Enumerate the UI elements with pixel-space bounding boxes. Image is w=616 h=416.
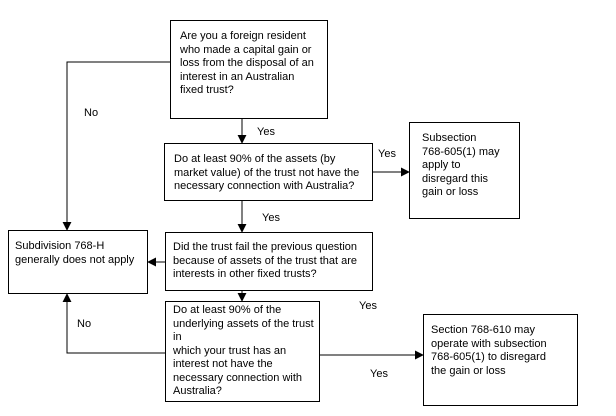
- question-foreign-resident-text: Are you a foreign resident who made a ca…: [180, 30, 314, 96]
- label-q1-yes: Yes: [257, 126, 275, 138]
- label-q4-yes: Yes: [370, 368, 388, 380]
- result-section-768-610-text: Section 768-610 may operate with subsect…: [431, 324, 547, 377]
- question-90-percent-assets: Do at least 90% of the assets (by market…: [164, 143, 373, 201]
- result-subsection-768-605-text: Subsection 768-605(1) may apply to disre…: [422, 132, 500, 198]
- edge-q4-to-subdivision: [62, 293, 165, 354]
- result-subdivision-768-h: Subdivision 768-H generally does not app…: [8, 230, 148, 294]
- label-q1-no: No: [84, 107, 99, 119]
- question-foreign-resident: Are you a foreign resident who made a ca…: [170, 20, 328, 119]
- result-subdivision-768-h-text: Subdivision 768-H generally does not app…: [15, 240, 135, 266]
- question-previous-failure-text: Did the trust fail the previous question…: [173, 241, 358, 280]
- question-underlying-assets-text: Do at least 90% of the underlying assets…: [173, 304, 314, 397]
- question-previous-failure: Did the trust fail the previous question…: [165, 232, 373, 291]
- question-90-percent-assets-text: Do at least 90% of the assets (by market…: [174, 153, 360, 192]
- label-q2-yes-right: Yes: [378, 148, 396, 160]
- label-q2-yes-down: Yes: [262, 212, 280, 224]
- result-subsection-768-605: Subsection 768-605(1) may apply to disre…: [409, 122, 520, 219]
- label-q4-no: No: [77, 318, 92, 330]
- label-q3-yes: Yes: [359, 300, 377, 312]
- edge-q1-to-subdivision: [62, 61, 170, 231]
- question-underlying-assets: Do at least 90% of the underlying assets…: [165, 301, 320, 402]
- result-section-768-610: Section 768-610 may operate with subsect…: [423, 314, 578, 406]
